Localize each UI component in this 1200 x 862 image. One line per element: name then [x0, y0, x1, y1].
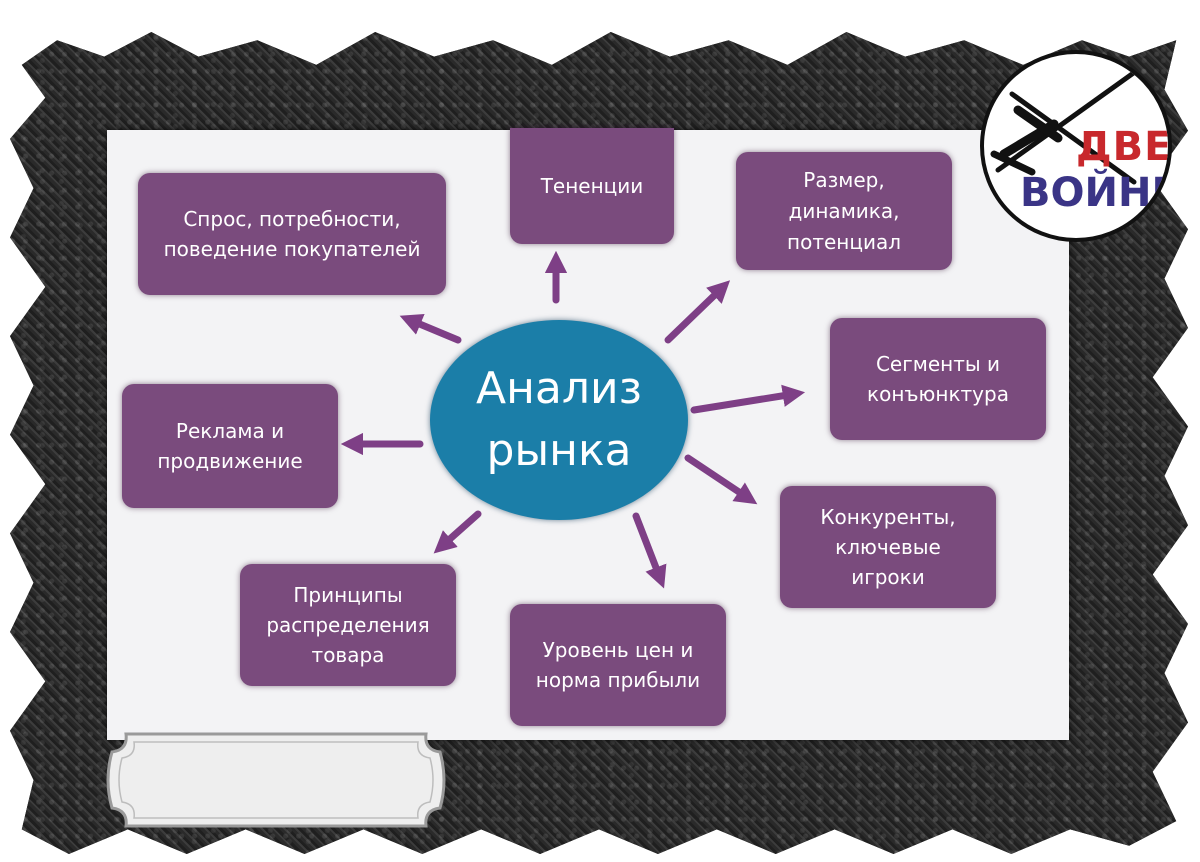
arrow-to-demand [399, 313, 462, 344]
rifles-icon [990, 54, 1163, 185]
two-wars-logo: ДВЕ ВОЙНЫ [980, 50, 1172, 242]
node-competitors: Конкуренты, ключевые игроки [780, 486, 996, 608]
node-advertising: Реклама и продвижение [122, 384, 338, 508]
arrow-to-distribution [433, 510, 482, 554]
decorative-label-plate [106, 732, 446, 828]
node-segments: Сегменты и конъюнктура [830, 318, 1046, 440]
arrow-to-size [664, 280, 731, 344]
center-node: Анализ рынка [430, 320, 688, 520]
node-size: Размер, динамика, потенциал [736, 152, 952, 270]
node-trends: Тененции [510, 128, 674, 244]
node-demand: Спрос, потребности, поведение покупателе… [138, 173, 446, 295]
arrow-to-competitors [684, 454, 758, 505]
logo-line-1: ДВЕ [1076, 124, 1172, 170]
logo-line-2: ВОЙНЫ [1020, 170, 1168, 216]
node-distribution: Принципы распределения товара [240, 564, 456, 686]
node-prices: Уровень цен и норма прибыли [510, 604, 726, 726]
arrow-to-segments [690, 384, 806, 414]
arrow-to-prices [632, 512, 667, 589]
